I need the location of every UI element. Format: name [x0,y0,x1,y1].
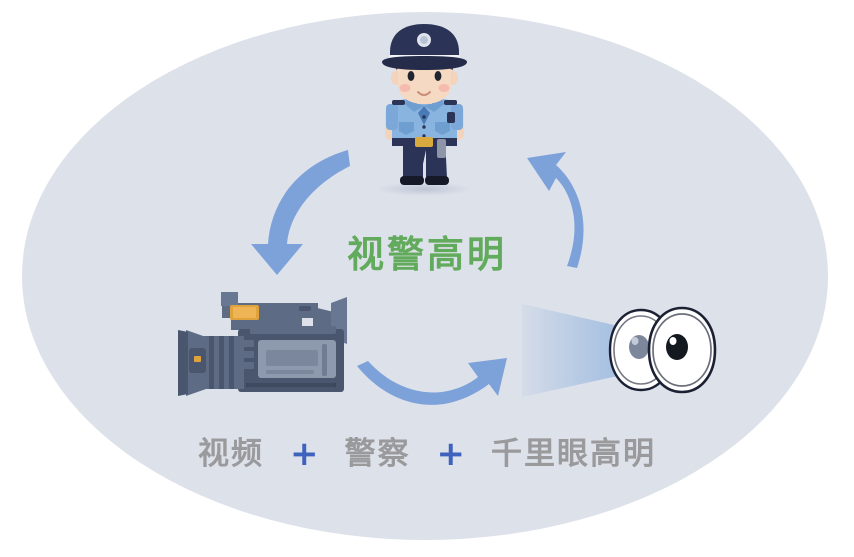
camera-button-3 [243,362,254,369]
arrow-bottom-icon [357,358,507,405]
formula-row: 视频 + 警察 + 千里眼高明 [0,437,854,471]
eye-back-pupil [629,335,649,359]
camera-side-panel-screen [266,350,318,366]
officer-epaulette-left [392,100,405,105]
arrow-top-left-icon [251,150,350,275]
camera-rib-2 [219,336,224,389]
officer-shoe-left [400,176,424,185]
camera-handle-screw [299,306,311,311]
formula-term-police: 警察 [344,435,411,472]
camera-button-2 [243,351,254,358]
formula-term-video: 视频 [198,435,264,472]
officer-belt-buckle [415,137,433,147]
officer-badge [447,112,455,123]
officer-shirt-sleeve-right [451,104,463,130]
camera-side-panel-slot [266,370,314,374]
eye-front [647,306,717,394]
camera-rib-1 [209,336,214,389]
camera-button-1 [243,340,254,347]
camera-side-lever [322,344,327,376]
camera-rib-3 [229,336,234,389]
camera-lens-hood-front [178,330,188,396]
vision-beam [522,304,636,397]
officer-leg-left [403,138,423,178]
officer-cheek-left [399,84,411,92]
officer-cap-brim [382,56,467,70]
officer-epaulette-right [444,100,457,105]
eye-back-highlight [631,337,639,345]
officer-cheek-right [438,84,450,92]
eye-front-highlight [669,337,677,345]
camera-lens-indicator [194,356,201,362]
officer-eye-right [434,71,442,81]
officer-pocket-right [435,122,450,135]
camera-body-top [250,326,336,334]
officer-radio [437,139,446,158]
officer-pocket-left [399,122,414,135]
officer-shirt-sleeve-left [386,104,398,130]
camera-viewfinder-riser [221,292,238,306]
center-title: 视警高明 [347,233,507,276]
officer-cap-emblem-inner [420,36,428,44]
officer-shoe-right [425,176,449,185]
officer-shadow [377,182,471,196]
eye-front-pupil [666,334,688,360]
plus-icon-2: + [436,434,466,474]
officer-collar-left [405,99,424,112]
officer-mouth [417,91,431,96]
camera-bottom-strip [246,383,336,387]
camera-display-inner [233,307,256,318]
plus-icon-1: + [290,434,319,474]
officer-eye-left [407,71,415,81]
officer-button-2 [422,125,426,129]
officer-button-3 [422,134,426,138]
officer-collar-right [424,99,444,112]
formula-term-farsight: 千里眼高明 [491,435,656,472]
officer-button-1 [422,115,426,119]
arrow-right-icon [527,152,584,268]
